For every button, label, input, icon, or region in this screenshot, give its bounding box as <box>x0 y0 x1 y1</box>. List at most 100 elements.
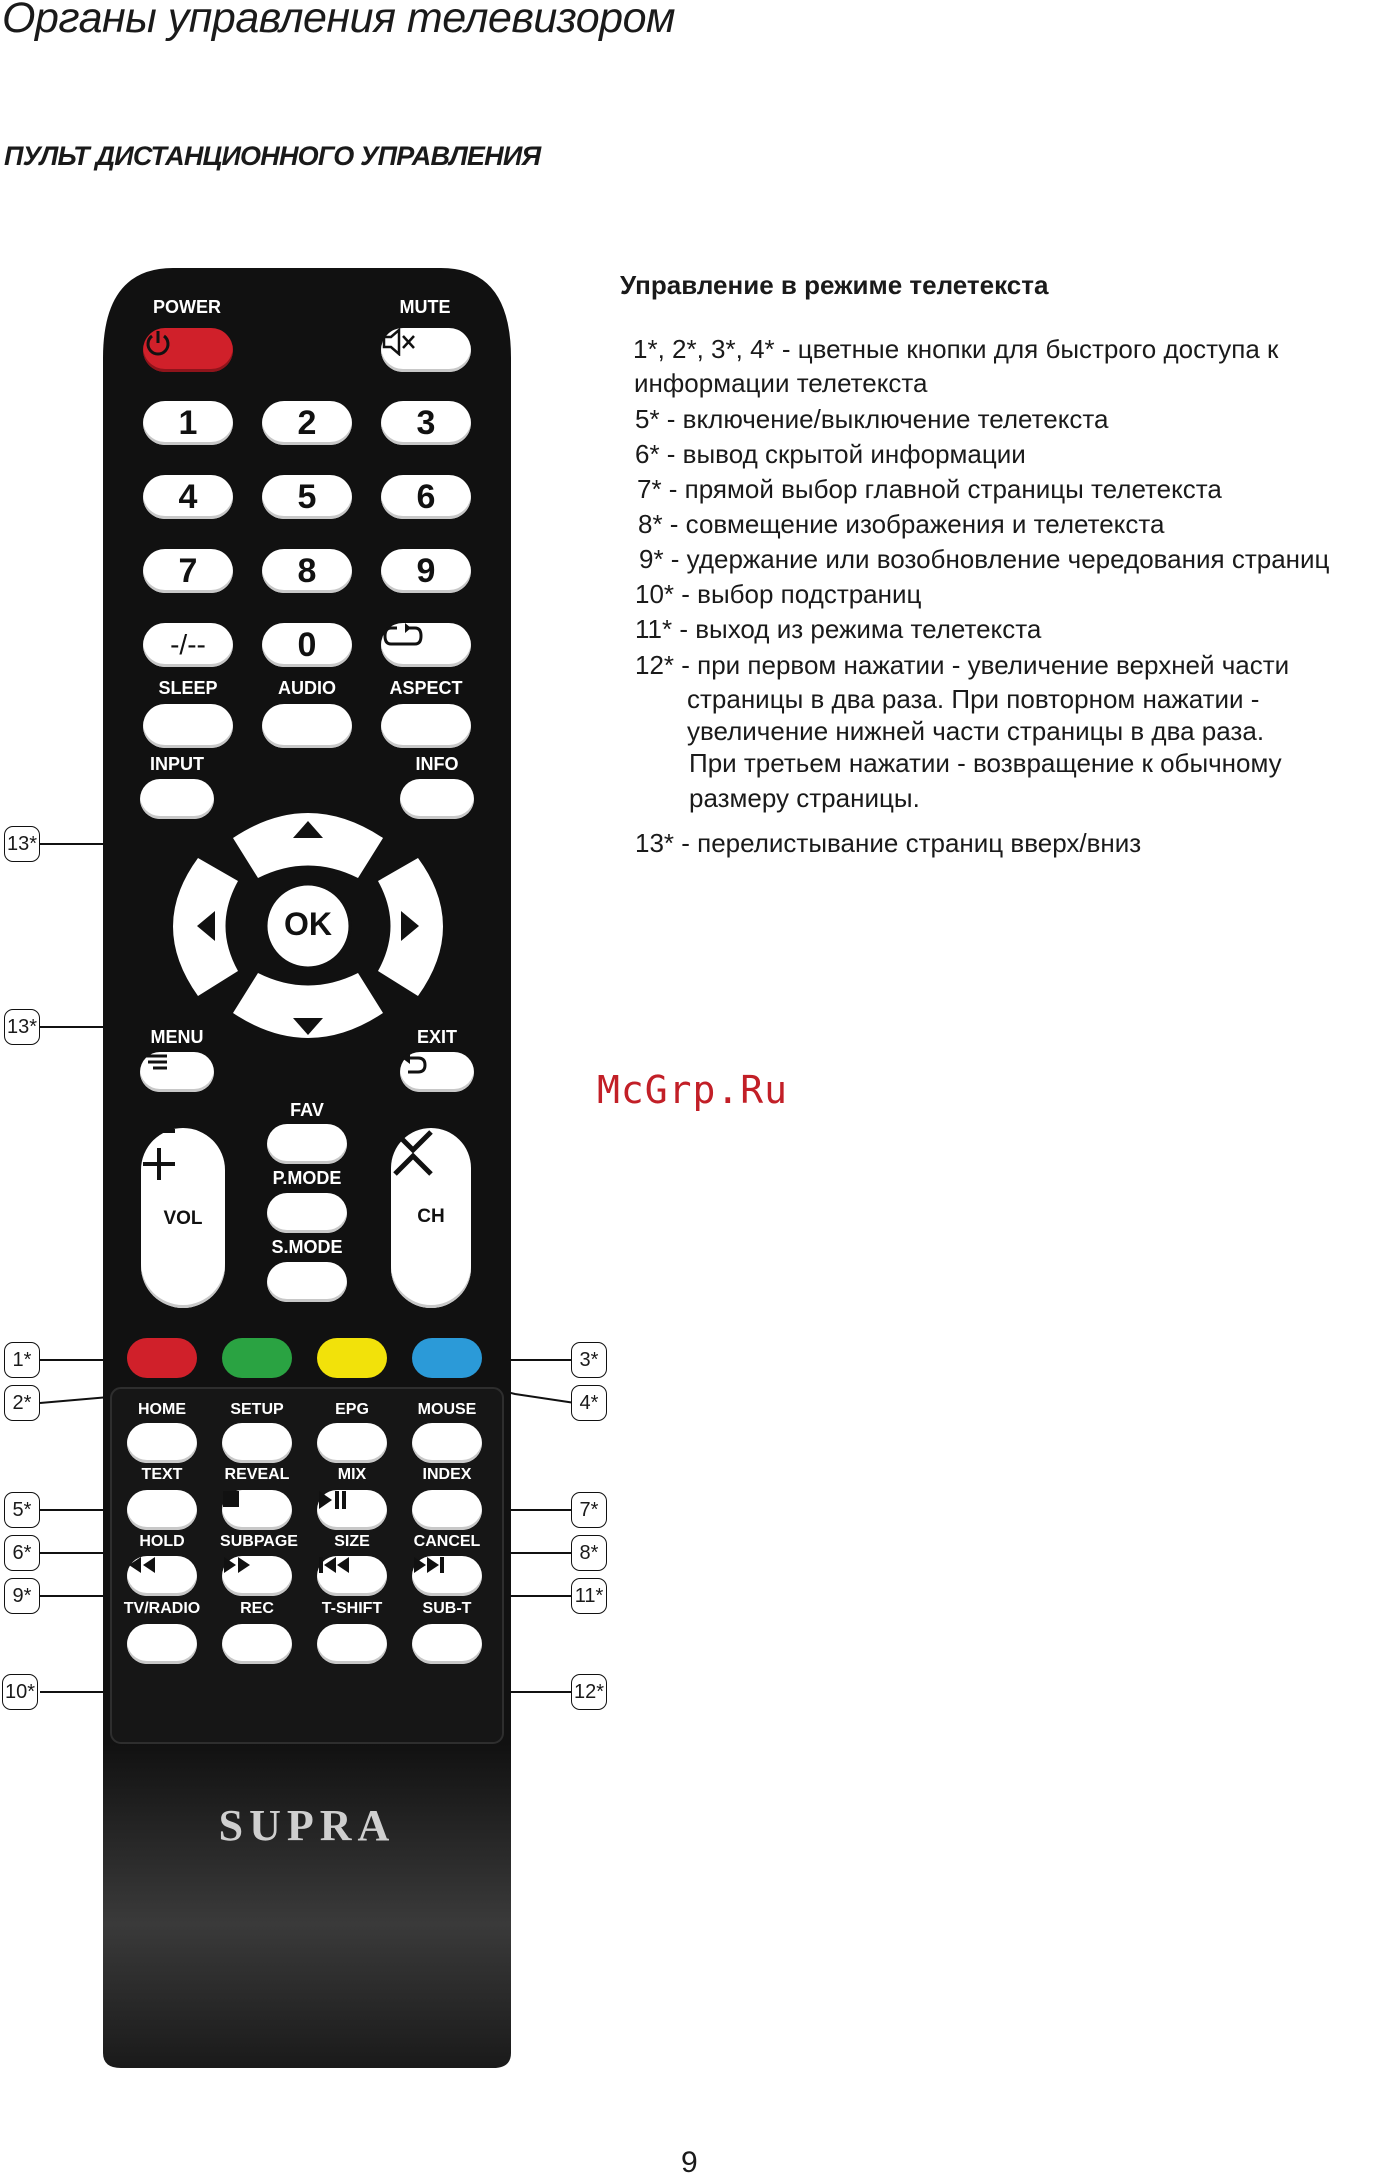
fast-forward-icon <box>224 1557 250 1573</box>
recall-button[interactable] <box>381 623 471 667</box>
aspect-button[interactable] <box>381 704 471 748</box>
desc-line: увеличение нижней части страницы в два р… <box>687 716 1265 746</box>
index-label: INDEX <box>422 1466 472 1483</box>
digit-8-button[interactable]: 8 <box>262 549 352 593</box>
digit-1-button[interactable]: 1 <box>143 401 233 445</box>
callout-11: 11* <box>571 1578 607 1614</box>
text-label: TEXT <box>141 1466 183 1483</box>
audio-button[interactable] <box>262 704 352 748</box>
index-button[interactable] <box>412 1490 482 1530</box>
fav-button[interactable] <box>267 1124 347 1164</box>
yellow-button[interactable] <box>317 1338 387 1378</box>
page-title: Органы управления телевизором <box>2 0 675 42</box>
down-arrow-button[interactable] <box>243 983 373 1053</box>
menu-button[interactable] <box>140 1052 214 1092</box>
input-label: INPUT <box>150 754 204 774</box>
vol-label: VOL <box>163 1208 203 1229</box>
audio-label: AUDIO <box>278 678 336 698</box>
subpage-label: SUBPAGE <box>220 1533 298 1550</box>
callout-10: 10* <box>2 1674 38 1710</box>
callout-13-bottom: 13* <box>4 1009 40 1045</box>
sleep-button[interactable] <box>143 704 233 748</box>
reveal-button[interactable] <box>222 1490 292 1530</box>
setup-button[interactable] <box>222 1423 292 1463</box>
digit-dash-button[interactable]: -/-- <box>143 623 233 667</box>
digit-9-button[interactable]: 9 <box>381 549 471 593</box>
info-label: INFO <box>415 754 459 774</box>
green-button[interactable] <box>222 1338 292 1378</box>
digit-4-button[interactable]: 4 <box>143 475 233 519</box>
input-button[interactable] <box>140 779 214 819</box>
left-arrow-button[interactable] <box>163 868 233 988</box>
mute-label: MUTE <box>399 297 451 317</box>
power-button[interactable] <box>143 328 233 372</box>
sleep-label: SLEEP <box>158 678 218 698</box>
right-arrow-button[interactable] <box>383 868 453 988</box>
desc-line: 5* - включение/выключение телетекста <box>635 404 1109 434</box>
exit-label: EXIT <box>416 1027 458 1047</box>
brand-logo: SUPRA <box>218 1801 396 1850</box>
exit-button[interactable] <box>400 1052 474 1092</box>
digit-0-button[interactable]: 0 <box>262 623 352 667</box>
home-button[interactable] <box>127 1423 197 1463</box>
stop-icon <box>223 1491 239 1507</box>
skip-back-icon <box>319 1557 349 1573</box>
remote-control: POWER MUTE 1 2 3 4 5 6 7 8 9 -/-- 0 SLEE… <box>103 268 511 2068</box>
mix-label: MIX <box>337 1466 367 1483</box>
size-button[interactable] <box>317 1556 387 1596</box>
hold-label: HOLD <box>139 1533 185 1550</box>
callout-6: 6* <box>4 1535 40 1571</box>
chevron-down-icon <box>393 1130 433 1154</box>
callout-1: 1* <box>4 1342 40 1378</box>
red-button[interactable] <box>127 1338 197 1378</box>
tshift-label: T-SHIFT <box>321 1600 383 1617</box>
callout-13-top: 13* <box>4 826 40 862</box>
smode-button[interactable] <box>267 1262 347 1302</box>
section-subtitle: ПУЛЬТ ДИСТАНЦИОННОГО УПРАВЛЕНИЯ <box>4 141 541 171</box>
mouse-button[interactable] <box>412 1423 482 1463</box>
digit-5-button[interactable]: 5 <box>262 475 352 519</box>
tvradio-button[interactable] <box>127 1624 197 1664</box>
rec-button[interactable] <box>222 1624 292 1664</box>
back-icon <box>402 1052 427 1074</box>
pmode-label: P.MODE <box>272 1168 342 1188</box>
subt-button[interactable] <box>412 1624 482 1664</box>
hold-button[interactable] <box>127 1556 197 1596</box>
digit-6-button[interactable]: 6 <box>381 475 471 519</box>
subt-label: SUB-T <box>422 1600 472 1617</box>
mouse-label: MOUSE <box>417 1401 477 1418</box>
digit-3-button[interactable]: 3 <box>381 401 471 445</box>
pmode-button[interactable] <box>267 1193 347 1233</box>
size-label: SIZE <box>334 1533 370 1550</box>
ch-label: CH <box>417 1206 445 1227</box>
callout-9: 9* <box>4 1578 40 1614</box>
digit-7-button[interactable]: 7 <box>143 549 233 593</box>
callout-5: 5* <box>4 1492 40 1528</box>
digit-2-button[interactable]: 2 <box>262 401 352 445</box>
text-button[interactable] <box>127 1490 197 1530</box>
blue-button[interactable] <box>412 1338 482 1378</box>
rewind-icon <box>129 1557 155 1573</box>
tshift-button[interactable] <box>317 1624 387 1664</box>
epg-label: EPG <box>335 1401 369 1418</box>
fav-label: FAV <box>290 1100 324 1120</box>
callout-2: 2* <box>4 1385 40 1421</box>
desc-line: 9* - удержание или возобновление чередов… <box>639 544 1330 574</box>
minus-icon <box>143 1129 175 1133</box>
desc-line: 13* - перелистывание страниц вверх/вниз <box>635 828 1142 858</box>
mix-button[interactable] <box>317 1490 387 1530</box>
subpage-button[interactable] <box>222 1556 292 1596</box>
tvradio-label: TV/RADIO <box>123 1600 201 1617</box>
cancel-button[interactable] <box>412 1556 482 1596</box>
up-arrow-button[interactable] <box>243 798 373 868</box>
volume-rocker[interactable]: VOL <box>141 1128 225 1308</box>
recall-icon <box>383 623 423 646</box>
teletext-heading: Управление в режиме телетекста <box>620 270 1049 300</box>
menu-icon <box>143 1054 167 1070</box>
callout-8: 8* <box>571 1535 607 1571</box>
info-button[interactable] <box>400 779 474 819</box>
channel-rocker[interactable]: CH <box>391 1128 471 1308</box>
epg-button[interactable] <box>317 1423 387 1463</box>
mute-button[interactable] <box>381 328 471 372</box>
ok-button[interactable]: OK <box>284 906 332 942</box>
